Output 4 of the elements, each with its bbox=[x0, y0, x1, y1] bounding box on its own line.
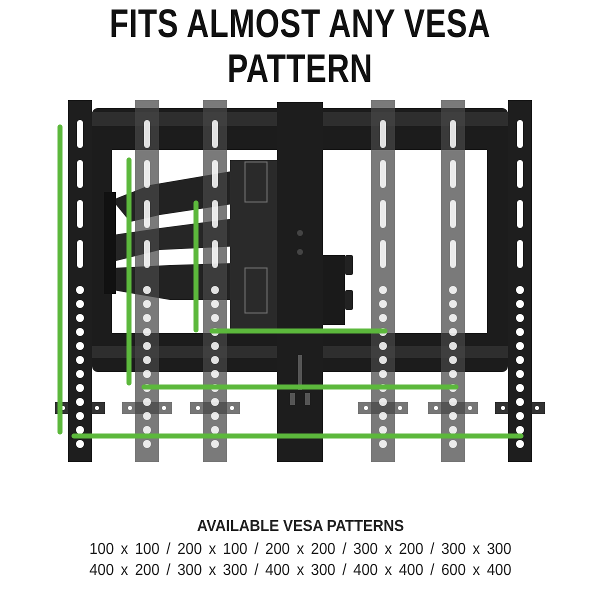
pattern-list: 100 x 100 / 200 x 100 / 200 x 200 / 300 x 200 / 300 x 300 bbox=[88, 539, 512, 560]
pattern-list: 400 x 200 / 300 x 300 / 400 x 300 / 400 x 400 / 600 x 400 bbox=[88, 560, 512, 581]
section-heading: AVAILABLE VESA PATTERNS bbox=[196, 518, 404, 536]
title: FITS ALMOST ANY VESA PATTERN bbox=[108, 2, 492, 92]
